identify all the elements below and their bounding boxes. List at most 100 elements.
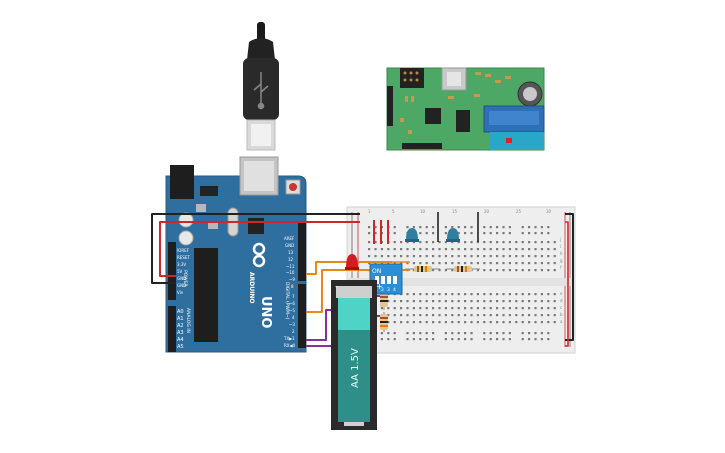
breadboard-hole[interactable] — [528, 241, 531, 244]
breadboard-hole[interactable] — [508, 248, 511, 251]
breadboard-hole[interactable] — [406, 338, 409, 341]
breadboard-hole[interactable] — [425, 338, 428, 341]
breadboard-hole[interactable] — [534, 241, 537, 244]
breadboard-hole[interactable] — [547, 332, 550, 335]
breadboard-hole[interactable] — [438, 293, 441, 296]
breadboard-hole[interactable] — [470, 307, 473, 310]
breadboard-hole[interactable] — [476, 314, 479, 317]
breadboard-hole[interactable] — [508, 226, 511, 229]
breadboard-hole[interactable] — [393, 226, 396, 229]
breadboard-hole[interactable] — [502, 293, 505, 296]
breadboard-hole[interactable] — [444, 314, 447, 317]
breadboard-hole[interactable] — [451, 338, 454, 341]
breadboard-hole[interactable] — [553, 255, 556, 258]
breadboard-hole[interactable] — [470, 255, 473, 258]
breadboard-hole[interactable] — [464, 314, 467, 317]
breadboard-hole[interactable] — [380, 338, 383, 341]
breadboard-hole[interactable] — [432, 300, 435, 303]
breadboard-hole[interactable] — [425, 293, 428, 296]
breadboard-hole[interactable] — [368, 241, 371, 244]
breadboard-hole[interactable] — [496, 241, 499, 244]
breadboard-hole[interactable] — [483, 226, 486, 229]
breadboard-hole[interactable] — [540, 314, 543, 317]
breadboard-hole[interactable] — [470, 241, 473, 244]
breadboard-hole[interactable] — [489, 338, 492, 341]
breadboard-hole[interactable] — [508, 241, 511, 244]
breadboard-hole[interactable] — [540, 262, 543, 265]
breadboard-hole[interactable] — [470, 300, 473, 303]
breadboard-hole[interactable] — [534, 262, 537, 265]
breadboard-hole[interactable] — [451, 332, 454, 335]
breadboard-hole[interactable] — [419, 293, 422, 296]
breadboard-hole[interactable] — [432, 314, 435, 317]
breadboard-hole[interactable] — [419, 332, 422, 335]
breadboard-hole[interactable] — [521, 241, 524, 244]
breadboard-hole[interactable] — [419, 262, 422, 265]
breadboard-hole[interactable] — [406, 255, 409, 258]
breadboard-hole[interactable] — [470, 262, 473, 265]
breadboard-hole[interactable] — [444, 307, 447, 310]
breadboard-hole[interactable] — [515, 241, 518, 244]
breadboard-hole[interactable] — [540, 332, 543, 335]
breadboard-hole[interactable] — [502, 255, 505, 258]
breadboard-hole[interactable] — [432, 269, 435, 272]
breadboard-hole[interactable] — [515, 255, 518, 258]
breadboard-hole[interactable] — [451, 248, 454, 251]
breadboard-hole[interactable] — [432, 338, 435, 341]
breadboard-hole[interactable] — [483, 314, 486, 317]
breadboard-hole[interactable] — [528, 255, 531, 258]
breadboard-hole[interactable] — [476, 248, 479, 251]
breadboard-hole[interactable] — [451, 321, 454, 324]
breadboard-hole[interactable] — [470, 226, 473, 229]
breadboard-hole[interactable] — [412, 321, 415, 324]
breadboard-hole[interactable] — [393, 248, 396, 251]
breadboard-hole[interactable] — [406, 300, 409, 303]
breadboard-hole[interactable] — [425, 300, 428, 303]
breadboard-hole[interactable] — [508, 338, 511, 341]
breadboard-hole[interactable] — [432, 248, 435, 251]
dip-switch[interactable]: ON 1 2 3 4 — [369, 263, 403, 295]
breadboard-hole[interactable] — [432, 226, 435, 229]
breadboard-hole[interactable] — [425, 248, 428, 251]
breadboard-hole[interactable] — [502, 332, 505, 335]
breadboard-hole[interactable] — [457, 232, 460, 235]
breadboard-hole[interactable] — [489, 332, 492, 335]
breadboard-hole[interactable] — [412, 241, 415, 244]
breadboard-hole[interactable] — [521, 248, 524, 251]
breadboard-hole[interactable] — [444, 241, 447, 244]
breadboard-hole[interactable] — [489, 321, 492, 324]
breadboard-hole[interactable] — [515, 269, 518, 272]
breadboard-hole[interactable] — [489, 314, 492, 317]
breadboard-hole[interactable] — [547, 255, 550, 258]
breadboard-hole[interactable] — [489, 255, 492, 258]
breadboard-hole[interactable] — [419, 226, 422, 229]
breadboard-hole[interactable] — [553, 321, 556, 324]
breadboard-hole[interactable] — [457, 300, 460, 303]
breadboard-hole[interactable] — [438, 269, 441, 272]
breadboard-hole[interactable] — [464, 321, 467, 324]
breadboard-hole[interactable] — [483, 338, 486, 341]
breadboard-hole[interactable] — [496, 293, 499, 296]
breadboard-hole[interactable] — [368, 255, 371, 258]
breadboard-hole[interactable] — [387, 248, 390, 251]
breadboard-hole[interactable] — [438, 255, 441, 258]
breadboard-hole[interactable] — [489, 232, 492, 235]
breadboard-hole[interactable] — [508, 255, 511, 258]
breadboard-hole[interactable] — [528, 300, 531, 303]
breadboard-hole[interactable] — [432, 293, 435, 296]
breadboard-hole[interactable] — [406, 307, 409, 310]
breadboard-hole[interactable] — [483, 248, 486, 251]
breadboard-hole[interactable] — [457, 332, 460, 335]
breadboard-hole[interactable] — [425, 262, 428, 265]
breadboard-hole[interactable] — [438, 300, 441, 303]
breadboard-hole[interactable] — [476, 255, 479, 258]
breadboard-hole[interactable] — [406, 241, 409, 244]
breadboard-hole[interactable] — [553, 248, 556, 251]
breadboard-hole[interactable] — [412, 307, 415, 310]
breadboard-hole[interactable] — [406, 332, 409, 335]
breadboard-hole[interactable] — [412, 262, 415, 265]
breadboard-hole[interactable] — [489, 307, 492, 310]
breadboard-hole[interactable] — [393, 332, 396, 335]
breadboard-hole[interactable] — [374, 262, 377, 265]
breadboard-hole[interactable] — [457, 314, 460, 317]
